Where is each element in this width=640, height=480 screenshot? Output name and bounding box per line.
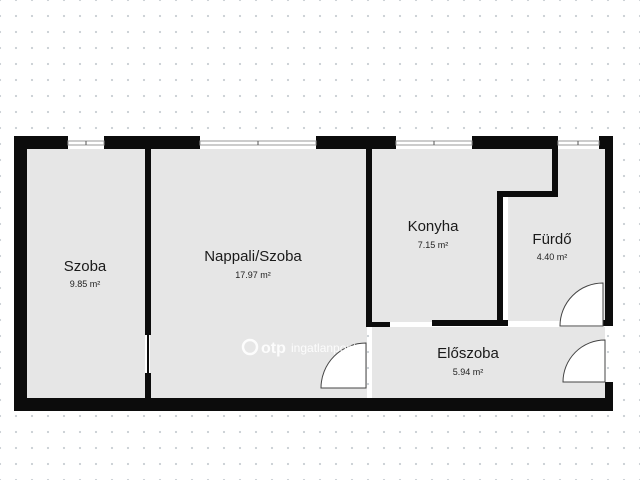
room-name-eloszoba: Előszoba: [437, 345, 499, 362]
wall-furdo-left: [497, 191, 503, 326]
room-area-furdo: 4.40 m²: [537, 252, 568, 262]
wall-top-3: [316, 136, 396, 149]
room-area-konyha: 7.15 m²: [418, 240, 449, 250]
watermark-logo-icon: [241, 338, 259, 356]
floor-szoba: [27, 149, 145, 398]
wall-left: [14, 136, 27, 411]
wall-konyha-hall: [432, 320, 508, 326]
floor-eloszoba: [372, 327, 605, 398]
wall-nappali-konyha: [366, 149, 372, 327]
room-labels: Szoba 9.85 m² Nappali/Szoba 17.97 m² Kon…: [64, 218, 572, 377]
wall-top-2: [104, 136, 200, 149]
floor-konyha: [372, 149, 502, 322]
wall-szoba-nappali-bottom: [145, 373, 151, 398]
wall-furdo-top: [497, 191, 555, 197]
wall-bottom: [14, 398, 613, 411]
window-ticks: [85, 141, 579, 145]
watermark: otp ingatlanpont: [241, 338, 357, 357]
room-name-nappali: Nappali/Szoba: [204, 248, 302, 265]
floor-areas: [27, 149, 605, 398]
room-area-eloszoba: 5.94 m²: [453, 367, 484, 377]
door-entrance: [562, 339, 606, 383]
wall-nappali-stub: [366, 322, 390, 327]
room-area-nappali: 17.97 m²: [235, 270, 271, 280]
floor-nappali: [150, 149, 367, 398]
watermark-suffix: ingatlanpont: [291, 341, 357, 355]
door-furdo: [559, 282, 604, 327]
doors: [320, 282, 606, 389]
door-hall-left: [320, 342, 367, 389]
wall-right-lower: [605, 382, 613, 411]
walls: [14, 136, 613, 411]
wall-top-1: [14, 136, 68, 149]
room-area-szoba: 9.85 m²: [70, 279, 101, 289]
room-name-konyha: Konyha: [408, 218, 460, 235]
wall-right-upper: [605, 136, 613, 322]
wall-top-4: [472, 136, 558, 149]
wall-furdo-vertical: [552, 149, 558, 197]
watermark-brand: otp: [261, 340, 286, 357]
wall-furdo-bottom-stub: [603, 320, 613, 326]
room-name-szoba: Szoba: [64, 258, 107, 275]
room-name-furdo: Fürdő: [532, 231, 571, 248]
wall-szoba-nappali-top: [145, 149, 151, 335]
wall-szoba-nappali-thin: [147, 335, 149, 373]
